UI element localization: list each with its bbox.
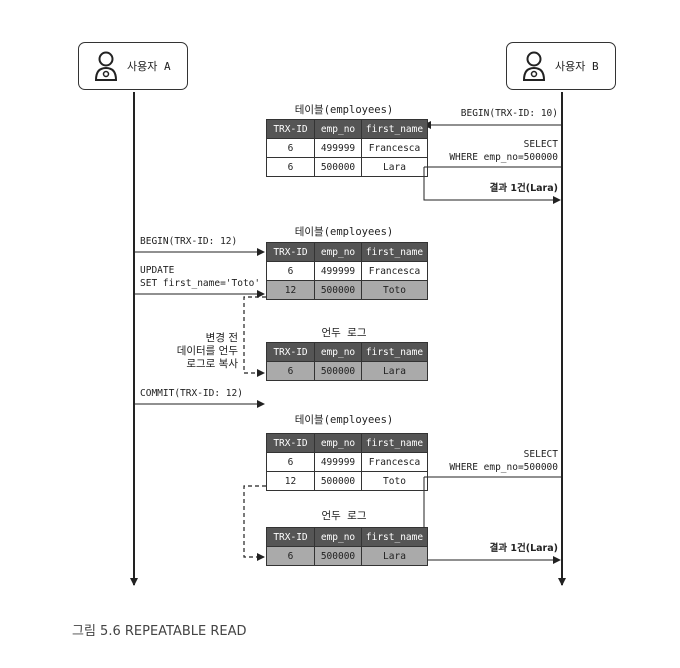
table-row: 6 499999 Francesca	[266, 261, 428, 281]
label-select1-b: WHERE emp_no=500000	[449, 152, 558, 163]
cell: Toto	[361, 471, 428, 491]
note-line: 로그로 복사	[186, 358, 238, 370]
table-header-row: TRX-ID emp_no first_name	[266, 433, 428, 453]
cell: 6	[266, 361, 315, 381]
cell: 12	[266, 471, 315, 491]
label-commit-a: COMMIT(TRX-ID: 12)	[140, 388, 243, 399]
cell: 500000	[314, 157, 362, 177]
cell: 499999	[314, 138, 362, 158]
table-header-row: TRX-ID emp_no first_name	[266, 119, 428, 139]
table-row: 6 500000 Lara	[266, 157, 428, 177]
header-trx-id: TRX-ID	[266, 342, 315, 362]
cell: Lara	[361, 361, 428, 381]
cell: 500000	[314, 361, 362, 381]
actor-a: 사용자 A	[78, 42, 188, 90]
dashed-copy-2	[243, 485, 266, 561]
table-title: 테이블(employees)	[294, 104, 394, 116]
label-select1-a: SELECT	[523, 139, 558, 150]
note-line: 데이터를 언두	[176, 345, 238, 357]
header-emp-no: emp_no	[314, 527, 362, 547]
cell: 6	[266, 546, 315, 566]
label-result2: 결과 1건(Lara)	[489, 543, 558, 554]
label-update-a: UPDATE	[140, 265, 175, 276]
actor-b-label: 사용자 B	[555, 60, 599, 73]
cell: 500000	[314, 546, 362, 566]
cell: 499999	[314, 452, 362, 472]
user-icon	[94, 51, 118, 81]
table-header-row: TRX-ID emp_no first_name	[266, 242, 428, 262]
cell: 6	[266, 261, 315, 281]
undo-log-title: 언두 로그	[321, 327, 367, 339]
table-row: 6 499999 Francesca	[266, 452, 428, 472]
header-first-name: first_name	[361, 119, 428, 139]
header-emp-no: emp_no	[314, 433, 362, 453]
cell: 6	[266, 138, 315, 158]
figure-caption: 그림 5.6 REPEATABLE READ	[72, 624, 247, 639]
undo-log-title: 언두 로그	[321, 510, 367, 522]
label-result1: 결과 1건(Lara)	[489, 183, 558, 194]
header-trx-id: TRX-ID	[266, 119, 315, 139]
cell: Francesca	[361, 138, 428, 158]
employees-table-2: TRX-ID emp_no first_name 6 499999 France…	[266, 242, 428, 300]
cell: 500000	[314, 471, 362, 491]
undo-log-table-2: TRX-ID emp_no first_name 6 500000 Lara	[266, 527, 428, 566]
header-first-name: first_name	[361, 433, 428, 453]
header-first-name: first_name	[361, 342, 428, 362]
table-header-row: TRX-ID emp_no first_name	[266, 342, 428, 362]
table-header-row: TRX-ID emp_no first_name	[266, 527, 428, 547]
table-row-updated: 12 500000 Toto	[266, 280, 428, 300]
cell: 500000	[314, 280, 362, 300]
cell: 6	[266, 452, 315, 472]
employees-table-3: TRX-ID emp_no first_name 6 499999 France…	[266, 433, 428, 491]
undo-log-table-1: TRX-ID emp_no first_name 6 500000 Lara	[266, 342, 428, 381]
table-row: 12 500000 Toto	[266, 471, 428, 491]
header-trx-id: TRX-ID	[266, 433, 315, 453]
header-emp-no: emp_no	[314, 242, 362, 262]
table-title: 테이블(employees)	[294, 414, 394, 426]
cell: Francesca	[361, 452, 428, 472]
table-title: 테이블(employees)	[294, 226, 394, 238]
cell: Lara	[361, 157, 428, 177]
header-first-name: first_name	[361, 242, 428, 262]
cell: Lara	[361, 546, 428, 566]
cell: 12	[266, 280, 315, 300]
cell: Toto	[361, 280, 428, 300]
label-begin-a: BEGIN(TRX-ID: 12)	[140, 236, 238, 247]
user-icon	[522, 51, 546, 81]
table-row: 6 499999 Francesca	[266, 138, 428, 158]
header-emp-no: emp_no	[314, 119, 362, 139]
label-begin-b: BEGIN(TRX-ID: 10)	[460, 108, 558, 119]
cell: 499999	[314, 261, 362, 281]
cell: Francesca	[361, 261, 428, 281]
header-trx-id: TRX-ID	[266, 527, 315, 547]
arrow-result1	[423, 167, 561, 204]
header-emp-no: emp_no	[314, 342, 362, 362]
label-select2-a: SELECT	[523, 449, 558, 460]
employees-table-1: TRX-ID emp_no first_name 6 499999 France…	[266, 119, 428, 177]
table-row: 6 500000 Lara	[266, 361, 428, 381]
undo-copy-note: 변경 전 데이터를 언두 로그로 복사	[138, 332, 238, 371]
actor-a-label: 사용자 A	[127, 60, 171, 73]
header-first-name: first_name	[361, 527, 428, 547]
header-trx-id: TRX-ID	[266, 242, 315, 262]
note-line: 변경 전	[205, 332, 238, 344]
table-row: 6 500000 Lara	[266, 546, 428, 566]
actor-b: 사용자 B	[506, 42, 616, 90]
cell: 6	[266, 157, 315, 177]
dashed-copy-1	[243, 296, 266, 377]
label-select2-b: WHERE emp_no=500000	[449, 462, 558, 473]
label-update-b: SET first_name='Toto'	[140, 278, 261, 289]
